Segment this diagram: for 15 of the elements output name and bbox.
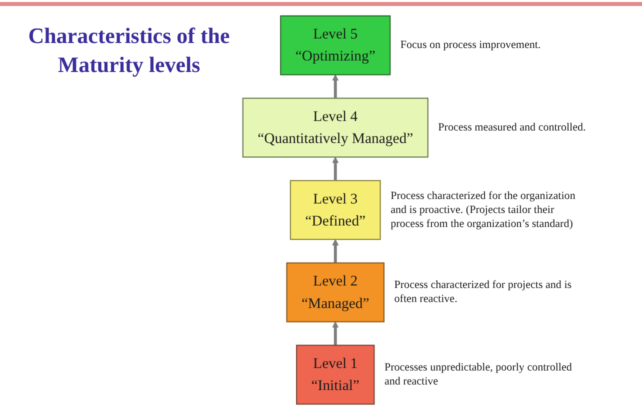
arrow: [332, 156, 339, 181]
arrow: [332, 74, 339, 98]
description-text: Processes unpredictable, poorly controlled and reactive: [384, 360, 574, 388]
node-box: Level 1 “Initial”: [296, 344, 375, 405]
node-box: Level 3 “Defined”: [290, 180, 381, 240]
description-text: Focus on process improvement.: [400, 38, 541, 52]
node-box: Level 2 “Managed”: [286, 262, 385, 322]
title: Characteristics of the Maturity levels: [27, 22, 231, 79]
node-box: Level 5 “Optimizing”: [280, 15, 391, 76]
arrow: [332, 321, 339, 346]
description-text: Process measured and controlled.: [438, 120, 586, 134]
description-text: Process characterized for the organization and is proactive. (Projects tailor their process from the organization’s standard): [390, 189, 576, 231]
arrow: [332, 239, 339, 263]
description-text: Process characterized for projects and is often reactive.: [394, 278, 573, 306]
node-box: Level 4 “Quantitatively Managed”: [242, 98, 429, 158]
